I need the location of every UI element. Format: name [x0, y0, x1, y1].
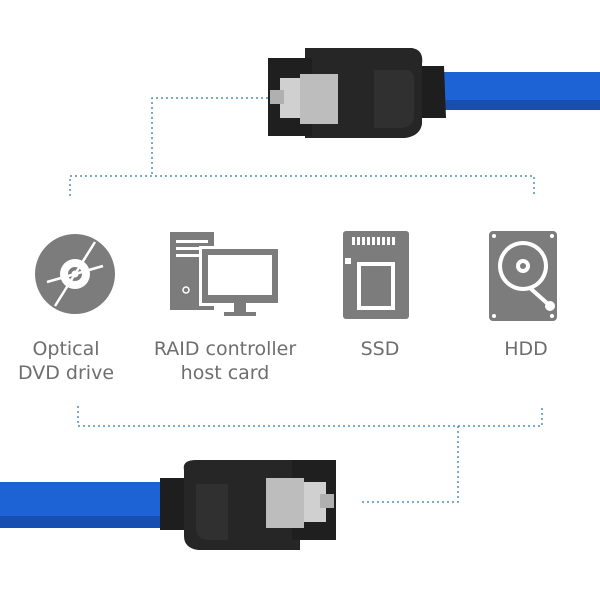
ssd-icon — [343, 231, 409, 319]
top-sata-cable — [268, 48, 600, 138]
bottom-sata-cable — [0, 460, 336, 550]
label-ssd: SSD — [340, 337, 420, 361]
label-line: RAID controller — [153, 338, 297, 360]
label-line: SSD — [360, 338, 400, 360]
label-optical-dvd-drive: Optical DVD drive — [10, 337, 122, 385]
label-raid-controller: RAID controller host card — [145, 337, 305, 385]
optical-disc-icon — [35, 234, 115, 314]
label-line: DVD drive — [17, 362, 115, 384]
label-line: host card — [180, 362, 270, 384]
hard-drive-icon — [489, 231, 557, 321]
label-line: Optical — [32, 338, 100, 360]
dotted-lines — [69, 97, 543, 503]
label-hdd: HDD — [486, 337, 566, 361]
label-line: HDD — [504, 338, 548, 360]
computer-monitor-icon — [170, 232, 281, 316]
